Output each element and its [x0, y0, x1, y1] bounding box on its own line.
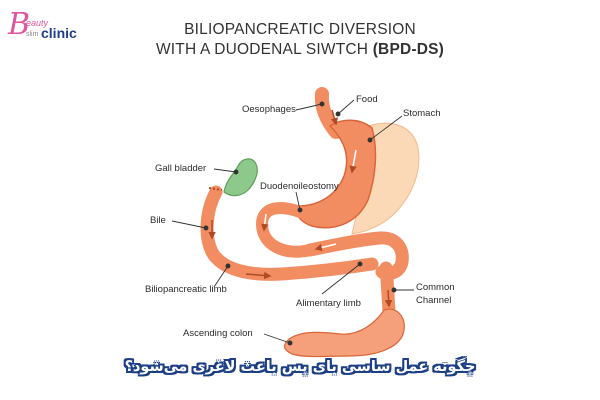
leader-duodenoileostomy-dot [297, 207, 303, 213]
label-duodenoileostomy: Duodenoileostomy [260, 181, 339, 192]
flow-arrow-duodenum [261, 213, 269, 232]
leader-biliopancreatic-dot [225, 263, 231, 269]
flow-arrow-biliopancreatic [245, 271, 272, 280]
logo-word-clinic: clinic [41, 25, 77, 41]
label-food: Food [356, 94, 378, 105]
leader-bile-dot [203, 225, 209, 231]
label-stomach: Stomach [403, 108, 441, 119]
label-bile: Bile [150, 215, 166, 226]
brand-logo: B eauty slim clinic [8, 10, 88, 54]
leader-common-channel-dot [391, 287, 397, 293]
logo-letter: B [8, 7, 31, 42]
leader-stomach [369, 115, 403, 141]
persian-caption: چگونه عمل ساسی بای پس باعث لاغری می‌شود؟ [124, 359, 476, 375]
label-biliopancreatic-limb: Biliopancreatic limb [145, 284, 227, 295]
flow-arrow-common [384, 289, 393, 308]
logo-word-eauty: eauty [26, 18, 49, 28]
leader-oesophages-dot [319, 101, 325, 107]
leader-bile [171, 220, 207, 229]
leader-gall-bladder-dot [233, 169, 239, 175]
leader-alimentary [321, 263, 361, 295]
flow-arrow-stomach [349, 149, 357, 174]
duodenum-loop [255, 202, 316, 258]
title-line-2-bold: (BPD-DS) [372, 41, 445, 58]
sleeve-stomach [296, 119, 377, 229]
title-line-2: WITH A DUODENAL SIWTCH (BPD-DS) [0, 40, 600, 60]
leader-gall-bladder [213, 168, 237, 173]
diagram-title: BILIOPANCREATIC DIVERSION WITH A DUODENA… [0, 20, 600, 60]
leader-food-dot [335, 111, 341, 117]
label-channel: Channel [416, 295, 452, 306]
label-ascending-colon: Ascending colon [183, 328, 253, 339]
title-line-2-text: WITH A DUODENAL SIWTCH [155, 41, 373, 58]
title-line-1: BILIOPANCREATIC DIVERSION [184, 21, 416, 38]
leader-lines [171, 99, 414, 346]
logo-word-slim: slim [26, 31, 39, 38]
label-gall-bladder: Gall bladder [155, 163, 207, 174]
flow-arrow-alimentary [314, 243, 337, 252]
flow-arrow-oesophagus [330, 109, 338, 126]
alimentary-limb [303, 231, 409, 281]
leader-duodenoileostomy [295, 191, 301, 211]
leader-oesophages [295, 103, 323, 111]
leader-biliopancreatic [213, 265, 229, 288]
leader-alimentary-dot [357, 261, 363, 267]
leader-stomach-dot [367, 137, 373, 143]
label-oesophages: Oesophages [242, 104, 296, 115]
leader-ascending-colon-dot [287, 340, 293, 346]
gall-bladder [223, 158, 258, 197]
biliopancreatic-limb [200, 185, 379, 281]
leader-ascending-colon [263, 333, 291, 344]
ascending-colon [283, 308, 405, 358]
leader-food [337, 99, 355, 115]
label-common: Common [416, 282, 455, 293]
label-alimentary-limb: Alimentary limb [296, 298, 361, 309]
